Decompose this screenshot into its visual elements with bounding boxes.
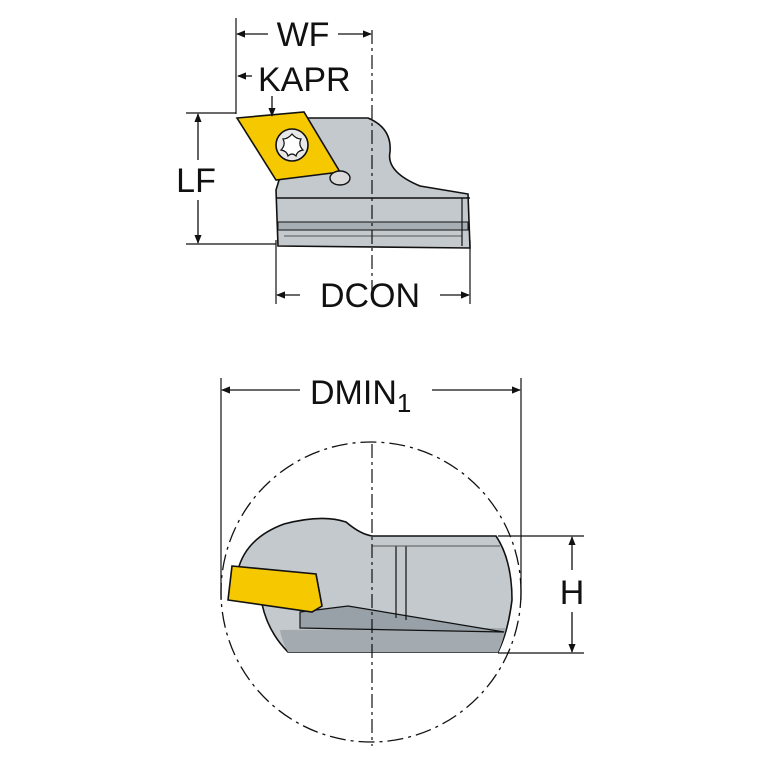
chip-groove — [299, 605, 505, 633]
insert-end — [227, 565, 323, 613]
top-view: WF KAPR LF DCON — [176, 16, 471, 315]
kapr-label: KAPR — [258, 61, 351, 99]
dmin-label-main: DMIN — [310, 374, 397, 412]
lf-label: LF — [176, 162, 216, 200]
clamp-pin — [329, 170, 351, 186]
h-label: H — [560, 574, 585, 612]
insert-edge — [315, 573, 323, 607]
holder-slot-band — [277, 221, 469, 231]
dmin-label-subscript: 1 — [397, 388, 411, 418]
dcon-label: DCON — [320, 277, 420, 315]
torx-icon — [279, 133, 305, 158]
bottom-view: DMIN1 H — [220, 374, 585, 746]
dmin-label: DMIN1 — [310, 374, 411, 418]
holder-shadow-band — [280, 628, 506, 652]
wf-label: WF — [277, 16, 330, 54]
